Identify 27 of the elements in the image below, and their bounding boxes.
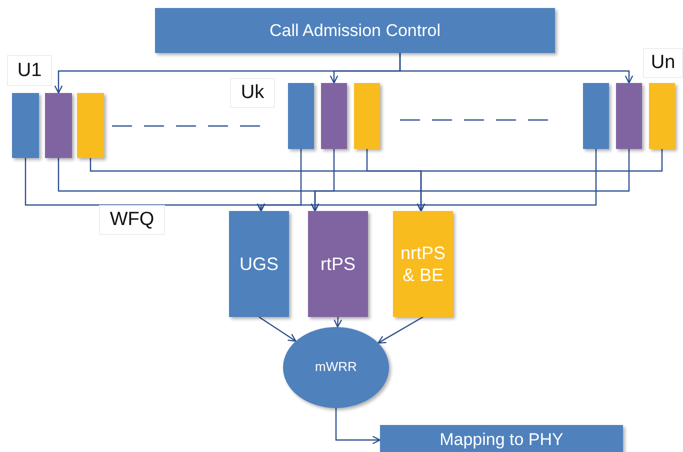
process-box: rtPS bbox=[308, 211, 368, 317]
arrow bbox=[416, 149, 663, 212]
text-label: WFQ bbox=[99, 205, 165, 235]
text-label: Uk bbox=[230, 78, 275, 108]
arrow bbox=[335, 408, 381, 444]
queue-bar bbox=[45, 93, 72, 158]
queue-bar bbox=[77, 93, 104, 158]
process-box: nrtPS & BE bbox=[393, 211, 453, 317]
arrow bbox=[258, 316, 296, 342]
process-box: Mapping to PHY bbox=[380, 425, 623, 452]
arrow bbox=[310, 149, 630, 212]
arrow bbox=[399, 53, 634, 84]
queue-bar bbox=[649, 83, 675, 149]
arrow bbox=[378, 316, 424, 344]
process-box: Call Admission Control bbox=[155, 8, 555, 53]
text-label: U1 bbox=[7, 55, 52, 86]
arrow bbox=[256, 149, 597, 212]
text-label: Un bbox=[643, 48, 683, 78]
queue-bar bbox=[288, 83, 314, 149]
queue-bar bbox=[321, 83, 347, 149]
arrow bbox=[334, 316, 342, 328]
queue-bar bbox=[354, 83, 380, 149]
queue-bar bbox=[616, 83, 642, 149]
queue-bar bbox=[12, 93, 39, 158]
process-box: UGS bbox=[229, 211, 289, 317]
queue-bar bbox=[583, 83, 609, 149]
scheduler-ellipse: mWRR bbox=[283, 327, 389, 408]
